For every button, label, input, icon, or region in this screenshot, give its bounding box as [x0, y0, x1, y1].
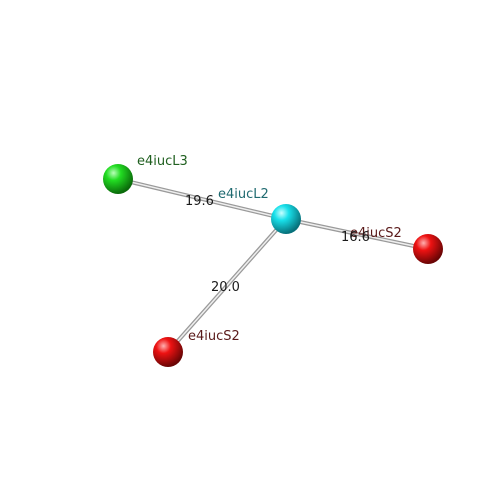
edge-l2-s2-right — [284, 217, 430, 251]
node-l3[interactable] — [103, 164, 133, 194]
edge-label-l2-l3: 19.6 — [185, 194, 214, 209]
node-l2[interactable] — [271, 204, 301, 234]
node-s2-right[interactable] — [413, 234, 443, 264]
node-s2-bottom[interactable] — [153, 337, 183, 367]
edge-label-l2-s2-right: 16.6 — [341, 230, 370, 245]
node-label-s2-bottom: e4iucS2 — [188, 329, 240, 344]
edge-l2-l3 — [116, 177, 288, 221]
node-label-l3: e4iucL3 — [137, 154, 188, 169]
edge-label-l2-s2-bottom: 20.0 — [211, 280, 240, 295]
edge-l2-s2-bottom — [166, 217, 288, 354]
node-label-s2-right: e4iucS2 — [350, 226, 402, 241]
node-label-l2: e4iucL2 — [218, 187, 269, 202]
